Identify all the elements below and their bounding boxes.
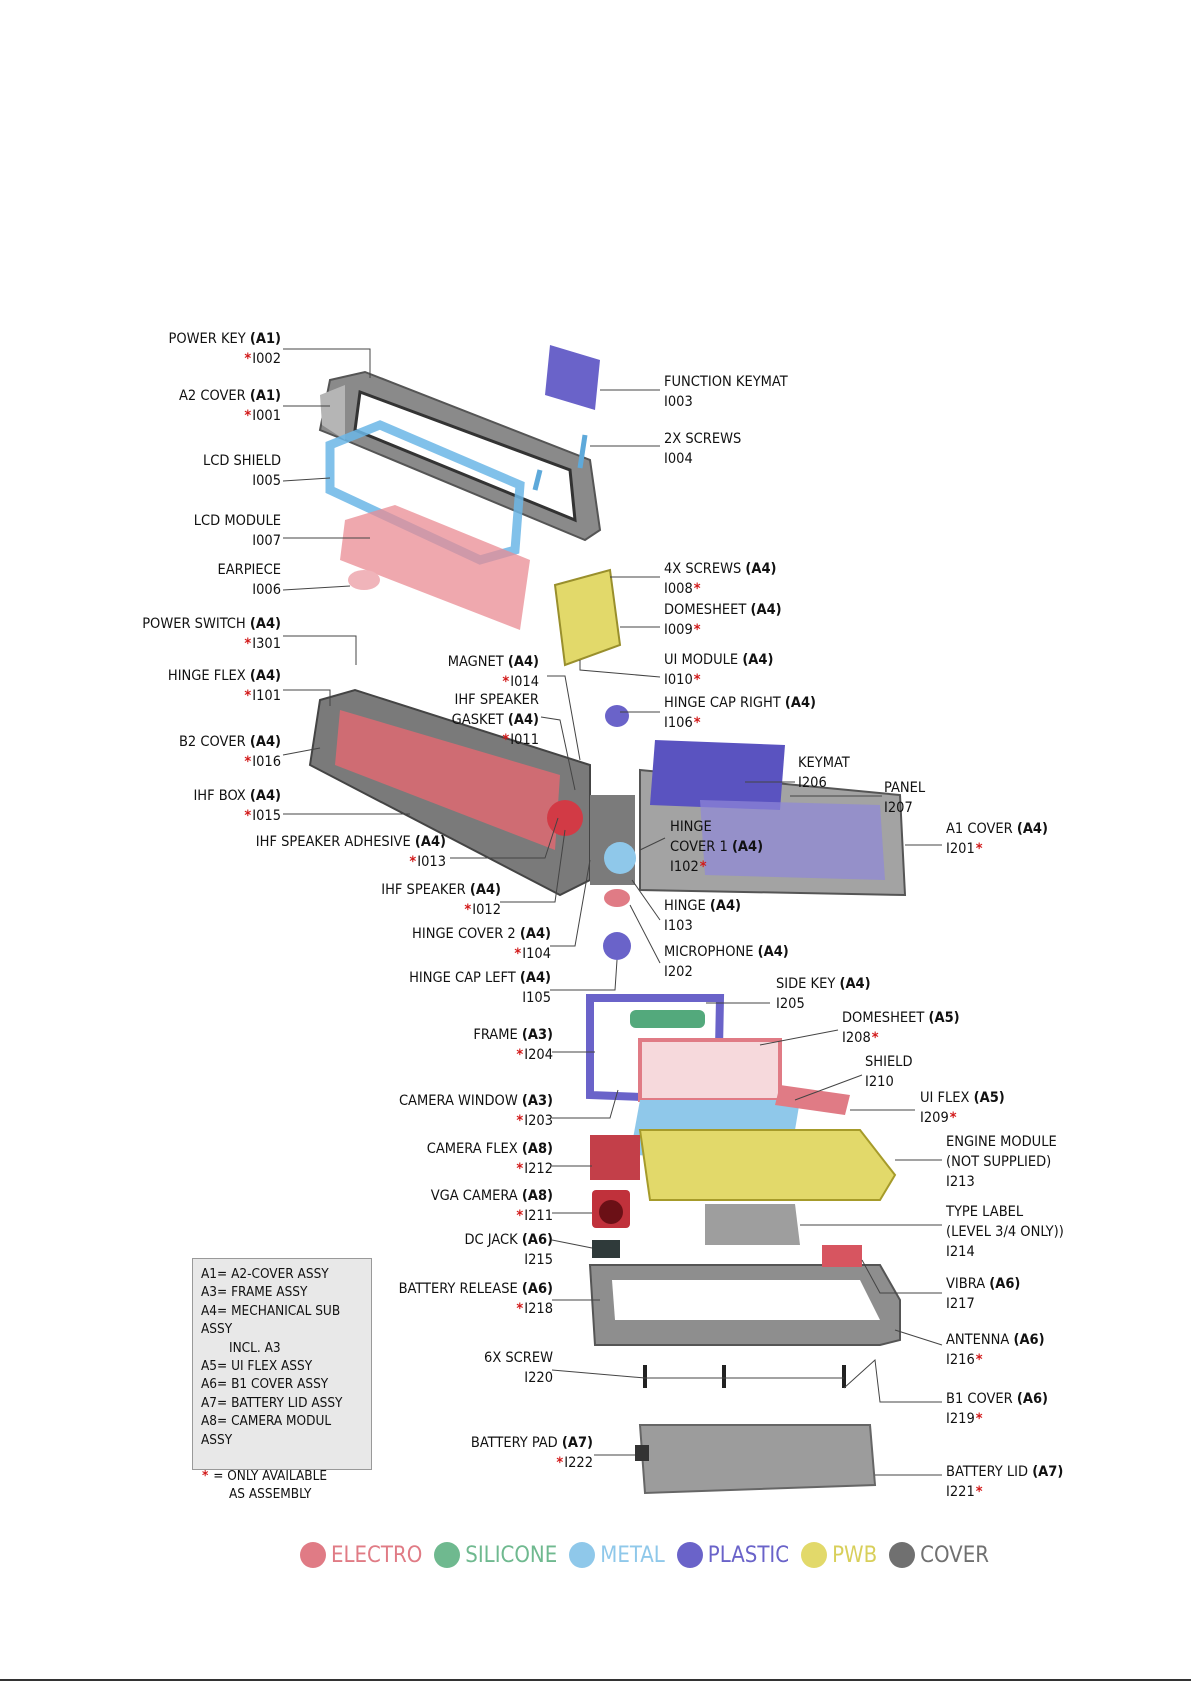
label-battery-release: BATTERY RELEASE (A6)*I218 xyxy=(398,1281,553,1317)
pwb-swatch-icon xyxy=(801,1542,828,1568)
screw-part xyxy=(532,469,543,491)
hinge-cap-left-part xyxy=(603,932,631,960)
label-battery-pad: BATTERY PAD (A7)*I222 xyxy=(470,1435,593,1471)
electro-swatch-icon xyxy=(300,1542,326,1568)
legend-a4: A4= MECHANICAL SUB ASSY xyxy=(201,1302,341,1338)
battery-lid-part xyxy=(638,1424,877,1495)
label-microphone: MICROPHONE (A4)I202 xyxy=(664,944,789,980)
label-a1-cover: A1 COVER (A4)I201* xyxy=(946,821,1048,857)
label-camera-window: CAMERA WINDOW (A3)*I203 xyxy=(398,1093,553,1129)
label-hinge-flex: HINGE FLEX (A4)*I101 xyxy=(167,668,281,704)
metal-swatch-icon xyxy=(569,1542,596,1568)
label-b1-cover: B1 COVER (A6)I219* xyxy=(946,1391,1049,1427)
label-hinge-cap-left: HINGE CAP LEFT (A4)I105 xyxy=(409,970,551,1006)
colorkey-plastic: PLASTIC xyxy=(676,1542,789,1568)
label-vibra: VIBRA (A6)I217 xyxy=(946,1276,1021,1312)
ui-module-part xyxy=(553,568,622,667)
label-antenna: ANTENNA (A6)I216* xyxy=(946,1332,1045,1368)
legend-note: * = ONLY AVAILABLE xyxy=(202,1468,328,1485)
label-4x-screws: 4X SCREWS (A4)I008* xyxy=(664,561,777,597)
lcd-module-part xyxy=(340,505,530,630)
engine-module-part xyxy=(638,1129,897,1201)
label-dc-jack: DC JACK (A6)I215 xyxy=(464,1232,554,1268)
vibra-part xyxy=(822,1245,862,1267)
label-hinge: HINGE (A4)I103 xyxy=(664,898,742,934)
label-hinge-cap-right: HINGE CAP RIGHT (A4)I106* xyxy=(664,695,817,731)
keymat-part xyxy=(650,740,785,810)
label-camera-flex: CAMERA FLEX (A8)*I212 xyxy=(426,1141,553,1177)
colorkey-cover: COVER xyxy=(889,1542,989,1568)
label-ui-module: UI MODULE (A4)I010* xyxy=(664,652,774,688)
earpiece-part xyxy=(348,570,380,590)
label-ihf-speaker: IHF SPEAKER (A4)*I012 xyxy=(381,882,501,918)
label-power-switch: POWER SWITCH (A4)*I301 xyxy=(142,616,281,652)
type-label-part xyxy=(705,1204,800,1245)
legend-a1: A1= A2-COVER ASSY xyxy=(201,1266,329,1282)
legend-a7: A7= BATTERY LID ASSY xyxy=(201,1394,343,1411)
legend-note-2: AS ASSEMBLY xyxy=(229,1486,312,1503)
label-a2-cover: A2 COVER (A1)*I001 xyxy=(179,388,281,424)
domesheet-a5-part xyxy=(638,1038,782,1102)
label-power-key: POWER KEY (A1)*I002 xyxy=(168,331,281,367)
b2-cover-inner xyxy=(335,710,560,850)
battery-pad-part xyxy=(635,1445,649,1461)
hinge-cap-right-part xyxy=(605,705,629,727)
plastic-swatch-icon xyxy=(676,1542,703,1568)
label-battery-lid: BATTERY LID (A7)I221* xyxy=(946,1464,1064,1500)
label-side-key: SIDE KEY (A4)I205 xyxy=(776,976,871,1012)
ui-flex-part xyxy=(775,1085,850,1115)
label-domesheet-a5: DOMESHEET (A5)I208* xyxy=(842,1010,960,1046)
label-engine-module: ENGINE MODULE(NOT SUPPLIED)I213 xyxy=(946,1134,1057,1190)
colorkey-pwb: PWB xyxy=(801,1542,877,1568)
colorkey-silicone: SILICONE xyxy=(434,1542,557,1568)
function-keymat-part xyxy=(545,345,600,410)
colorkey-electro: ELECTRO xyxy=(300,1542,422,1568)
hinge-cover-1-part xyxy=(604,842,636,874)
legend-a4b: INCL. A3 xyxy=(229,1339,281,1356)
label-frame: FRAME (A3)*I204 xyxy=(473,1027,553,1063)
screw-part xyxy=(577,434,588,469)
label-magnet: MAGNET (A4)*I014 xyxy=(447,654,539,690)
silicone-swatch-icon xyxy=(434,1542,461,1568)
panel-part xyxy=(700,800,885,880)
colorkey-metal: METAL xyxy=(569,1542,665,1568)
label-b2-cover: B2 COVER (A4)*I016 xyxy=(178,734,281,770)
legend-a3: A3= FRAME ASSY xyxy=(201,1284,308,1301)
legend-a8: A8= CAMERA MODUL ASSY xyxy=(201,1413,332,1448)
lcd-shield-part xyxy=(325,420,525,565)
legend-a6: A6= B1 COVER ASSY xyxy=(201,1376,329,1393)
label-vga-camera: VGA CAMERA (A8)*I211 xyxy=(430,1188,553,1224)
label-type-label: TYPE LABEL(LEVEL 3/4 ONLY))I214 xyxy=(946,1204,1064,1260)
label-domesheet-a4: DOMESHEET (A4)I009* xyxy=(664,602,782,638)
microphone-part xyxy=(604,889,630,907)
label-hinge-cover-2: HINGE COVER 2 (A4)*I104 xyxy=(412,926,551,962)
side-key-part xyxy=(630,1010,705,1028)
label-ui-flex: UI FLEX (A5)I209* xyxy=(920,1090,1005,1126)
ihf-speaker-part xyxy=(547,800,583,836)
footer-rule xyxy=(0,1679,1191,1681)
legend-a5: A5= UI FLEX ASSY xyxy=(201,1358,313,1375)
camera-flex-part xyxy=(590,1135,640,1180)
label-ihf-speaker-adhesive: IHF SPEAKER ADHESIVE (A4)*I013 xyxy=(255,834,446,870)
cover-swatch-icon xyxy=(889,1542,916,1568)
dc-jack-part xyxy=(592,1240,620,1258)
material-color-key: ELECTRO SILICONE METAL PLASTIC PWB COVER xyxy=(300,1538,1001,1572)
label-ihf-box: IHF BOX (A4)*I015 xyxy=(193,788,281,824)
assembly-legend: A1= A2-COVER ASSY A3= FRAME ASSY A4= MEC… xyxy=(192,1258,372,1502)
